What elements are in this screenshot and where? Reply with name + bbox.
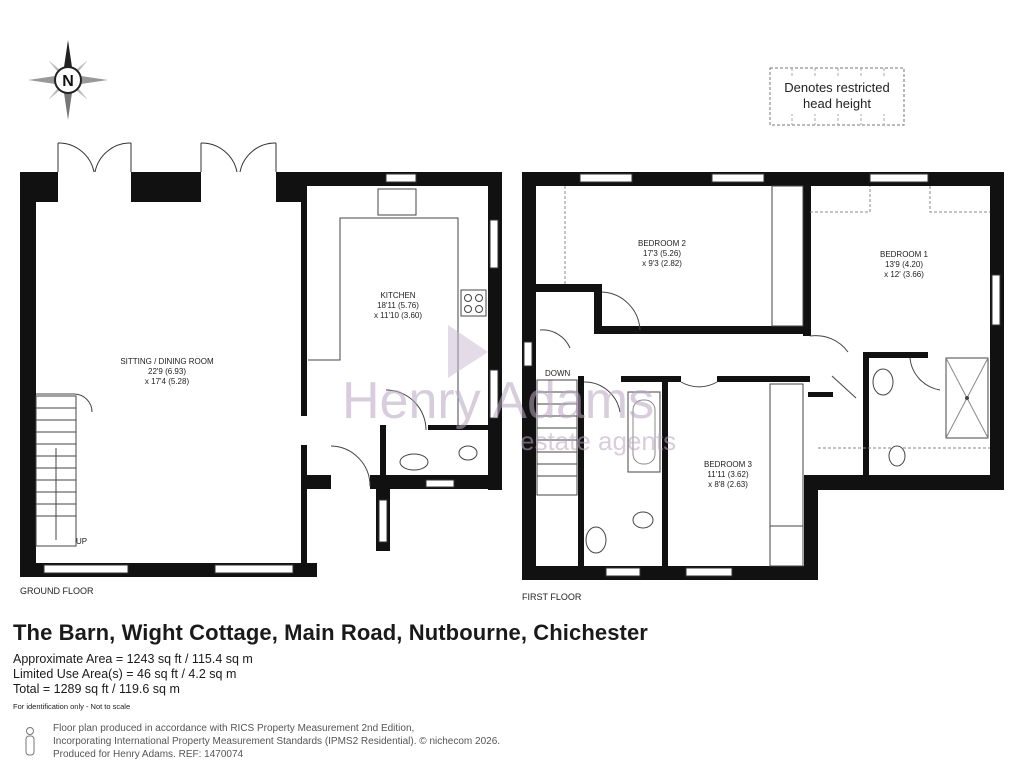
room-label-bedroom-3: BEDROOM 3 11'11 (3.62) x 8'8 (2.63): [704, 460, 753, 489]
property-title: The Barn, Wight Cottage, Main Road, Nutb…: [13, 620, 648, 645]
room-dim-1: 22'9 (6.93): [148, 367, 186, 376]
stairs-down-label: DOWN: [545, 369, 571, 378]
floor-plan-drawing: N Denotes restricted head height: [20, 40, 1004, 602]
room-label-kitchen: KITCHEN 18'11 (5.76) x 11'10 (3.60): [374, 291, 422, 320]
person-icon: [25, 727, 35, 756]
watermark-sub: estate agents: [520, 426, 676, 456]
compass-letter: N: [62, 73, 74, 90]
approximate-area: Approximate Area = 1243 sq ft / 115.4 sq…: [13, 652, 253, 666]
first-floor-plan: [522, 172, 1004, 580]
legend-line-2: head height: [803, 96, 871, 111]
room-dim-1: 17'3 (5.26): [643, 249, 681, 258]
room-label-bedroom-1: BEDROOM 1 13'9 (4.20) x 12' (3.66): [880, 250, 929, 279]
credit-line-2: Incorporating International Property Mea…: [53, 736, 501, 747]
room-label-sitting: SITTING / DINING ROOM 22'9 (6.93) x 17'4…: [120, 357, 214, 386]
restricted-height-legend: Denotes restricted head height: [769, 67, 905, 126]
ground-floor-label: GROUND FLOOR: [20, 586, 94, 596]
room-dim-2: x 8'8 (2.63): [708, 480, 748, 489]
room-dim-2: x 11'10 (3.60): [374, 311, 422, 320]
identification-note: For identification only - Not to scale: [13, 702, 131, 711]
room-label-bedroom-2: BEDROOM 2 17'3 (5.26) x 9'3 (2.82): [638, 239, 687, 268]
room-name: BEDROOM 2: [638, 239, 687, 248]
total-area: Total = 1289 sq ft / 119.6 sq m: [13, 682, 180, 696]
watermark-brand: Henry Adams: [342, 372, 654, 430]
room-name: BEDROOM 3: [704, 460, 753, 469]
credit-line-3: Produced for Henry Adams. REF: 1470074: [53, 749, 244, 760]
limited-use-area: Limited Use Area(s) = 46 sq ft / 4.2 sq …: [13, 667, 237, 681]
room-name: SITTING / DINING ROOM: [120, 357, 214, 366]
room-dim-2: x 17'4 (5.28): [145, 377, 190, 386]
ground-floor-plan: [20, 142, 502, 577]
room-name: KITCHEN: [380, 291, 415, 300]
room-dim-2: x 9'3 (2.82): [642, 259, 682, 268]
room-dim-1: 13'9 (4.20): [885, 260, 923, 269]
room-dim-1: 11'11 (3.62): [707, 470, 749, 479]
plan-footer: The Barn, Wight Cottage, Main Road, Nutb…: [13, 620, 1003, 760]
credit-line-1: Floor plan produced in accordance with R…: [53, 723, 415, 734]
first-floor-label: FIRST FLOOR: [522, 592, 582, 602]
compass-icon: N: [28, 40, 108, 120]
stairs-up-label: UP: [76, 537, 87, 546]
room-dim-2: x 12' (3.66): [884, 270, 924, 279]
henry-adams-watermark: Henry Adams estate agents: [342, 325, 676, 456]
room-name: BEDROOM 1: [880, 250, 929, 259]
room-dim-1: 18'11 (5.76): [377, 301, 419, 310]
legend-line-1: Denotes restricted: [784, 80, 890, 95]
